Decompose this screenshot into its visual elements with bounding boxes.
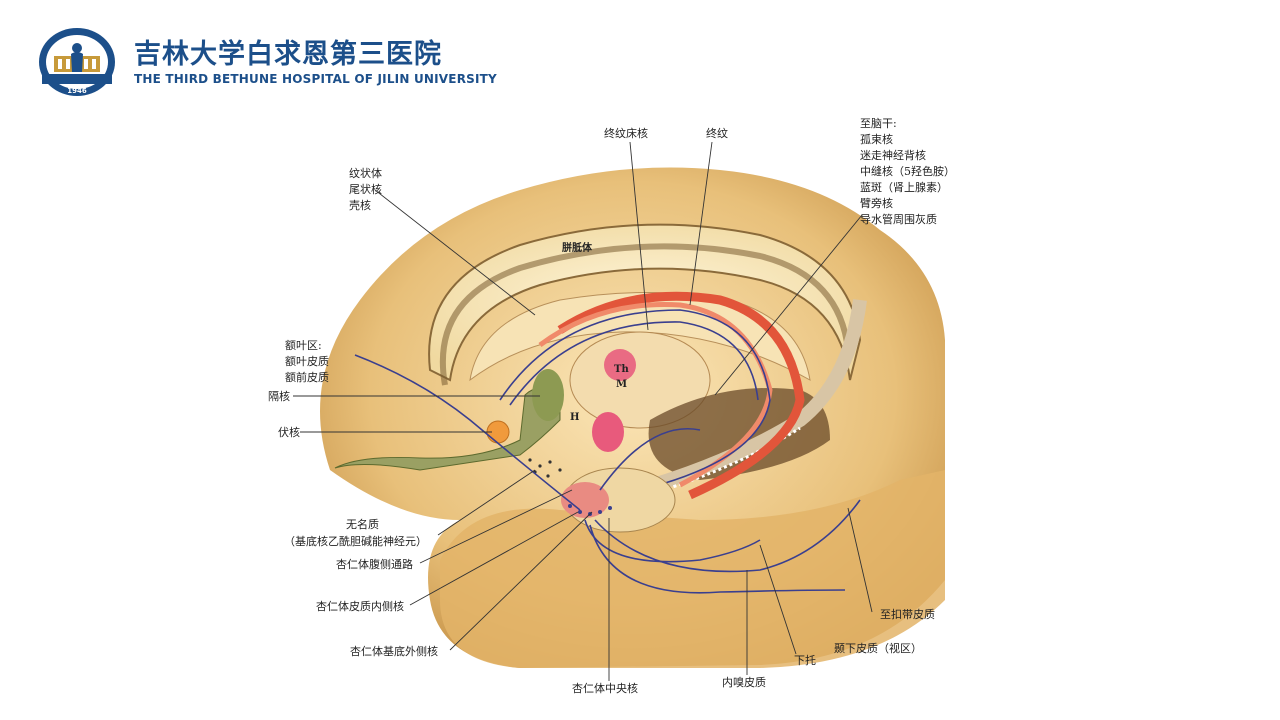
- label-inferotemporal: 颞下皮质（视区）: [834, 641, 922, 655]
- svg-text:孤束核: 孤束核: [860, 132, 893, 146]
- label-cingulate: 至扣带皮质: [880, 607, 935, 621]
- svg-text:至脑干:: 至脑干:: [860, 117, 897, 130]
- label-to-brainstem: 至脑干: 孤束核 迷走神经背核 中缝核（5羟色胺） 蓝斑（肾上腺素） 臂旁核 导…: [860, 117, 955, 226]
- svg-text:纹状体: 纹状体: [349, 166, 382, 180]
- label-accumbens: 伏核: [278, 425, 300, 439]
- hospital-name-en: THE THIRD BETHUNE HOSPITAL OF JILIN UNIV…: [134, 72, 497, 86]
- label-ventral-path: 杏仁体腹侧通路: [336, 557, 413, 571]
- label-subiculum: 下托: [794, 653, 816, 667]
- svg-text:尾状核: 尾状核: [349, 182, 382, 196]
- svg-text:额叶皮质: 额叶皮质: [285, 355, 329, 368]
- svg-text:额叶区:: 额叶区:: [285, 339, 322, 352]
- label-stria-terminalis: 终纹: [706, 126, 728, 140]
- stria-terminalis: [557, 291, 805, 500]
- hospital-logo-icon: 1946: [39, 28, 115, 96]
- label-bed-nucleus: 终纹床核: [604, 126, 648, 140]
- svg-text:壳核: 壳核: [349, 198, 371, 212]
- label-corpus-callosum: 胼胝体: [562, 241, 593, 254]
- label-frontal: 额叶区: 额叶皮质 额前皮质: [285, 339, 329, 384]
- hospital-name-cn: 吉林大学白求恩第三医院: [134, 39, 442, 70]
- svg-text:蓝斑（肾上腺素）: 蓝斑（肾上腺素）: [860, 180, 948, 194]
- label-innominata: 无名质 （基底核乙酰胆碱能神经元）: [284, 517, 427, 548]
- label-m: M: [616, 379, 627, 390]
- label-entorhinal: 内嗅皮质: [722, 675, 766, 689]
- label-septal: 隔核: [268, 389, 290, 403]
- svg-text:无名质: 无名质: [346, 517, 379, 531]
- svg-text:额前皮质: 额前皮质: [285, 370, 329, 384]
- svg-text:迷走神经背核: 迷走神经背核: [860, 148, 926, 162]
- label-h: H: [570, 412, 579, 423]
- fornix: [538, 302, 773, 488]
- svg-text:臂旁核: 臂旁核: [860, 196, 893, 210]
- label-cortical-medial: 杏仁体皮质内侧核: [316, 599, 404, 613]
- label-central: 杏仁体中央核: [572, 681, 638, 695]
- label-basolateral: 杏仁体基底外侧核: [350, 644, 438, 658]
- leader-lines: [293, 141, 873, 681]
- svg-text:中缝核（5羟色胺）: 中缝核（5羟色胺）: [860, 164, 955, 178]
- svg-text:1946: 1946: [67, 87, 87, 95]
- svg-text:导水管周围灰质: 导水管周围灰质: [860, 212, 937, 226]
- label-striatum: 纹状体 尾状核 壳核: [349, 166, 382, 212]
- label-th: Th: [614, 364, 629, 375]
- svg-text:（基底核乙酰胆碱能神经元）: （基底核乙酰胆碱能神经元）: [284, 534, 427, 548]
